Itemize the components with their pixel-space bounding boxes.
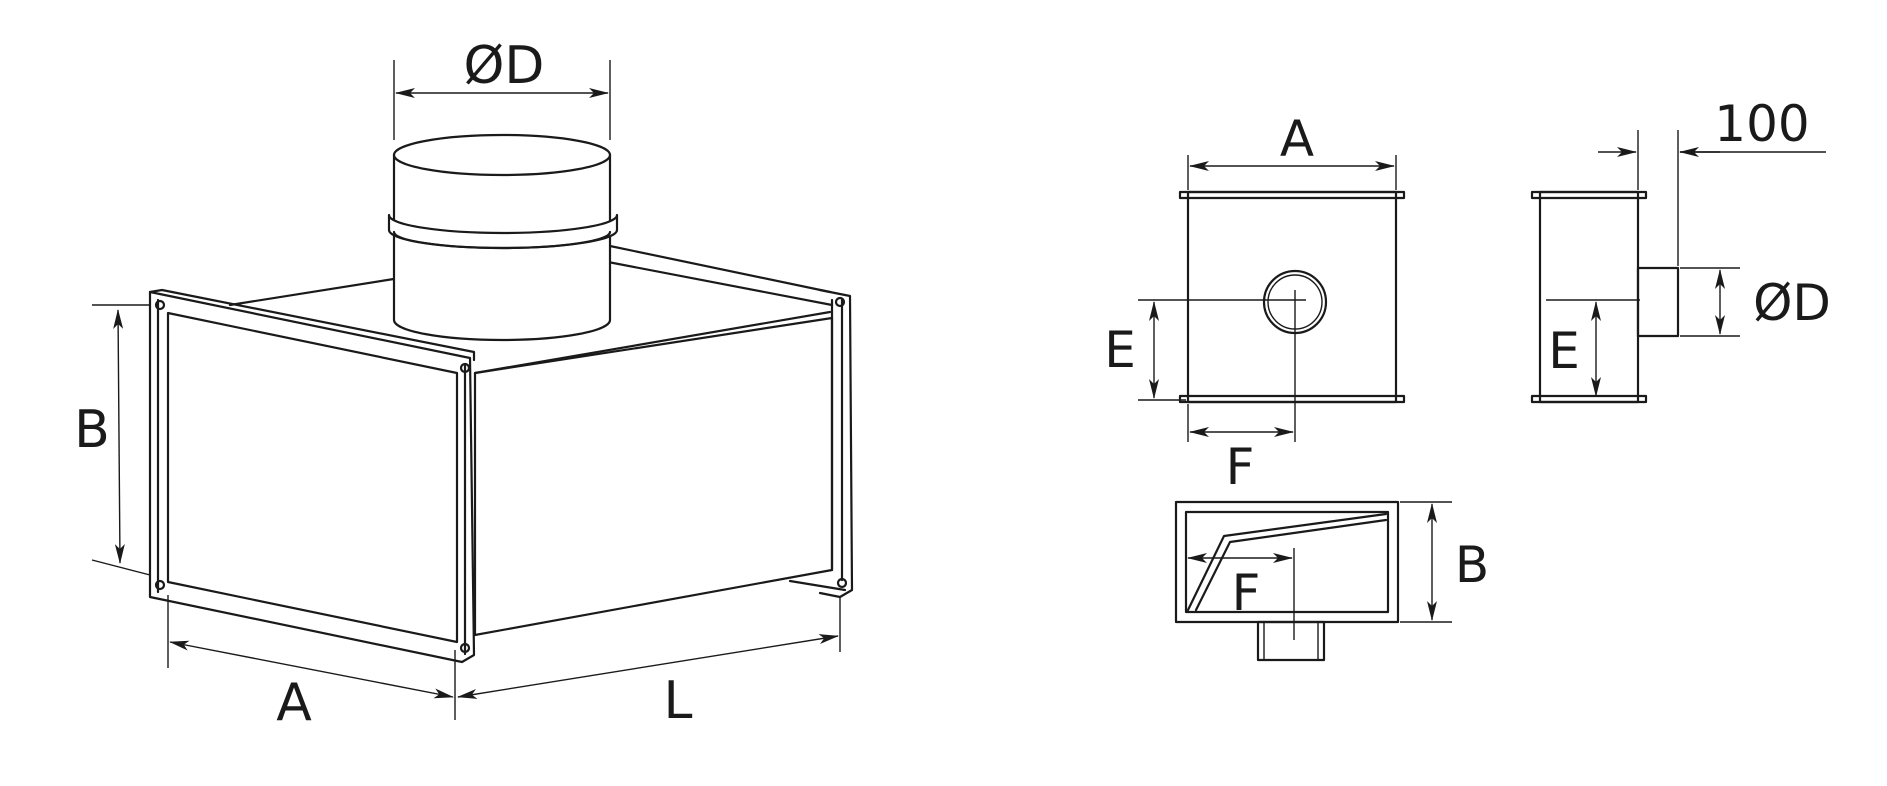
- spigot-bead-lower: [392, 230, 612, 250]
- top-view-inner: [1184, 510, 1390, 614]
- front-view-top-flange: [1178, 190, 1406, 200]
- dim-iso-height-line: [113, 309, 125, 564]
- label-iso-width: A: [276, 673, 312, 733]
- label-front-width: A: [1280, 110, 1314, 168]
- label-top-height: B: [1455, 536, 1489, 594]
- bolt-hole-bl: [154, 579, 166, 591]
- label-front-e: E: [1104, 321, 1136, 379]
- label-side-100: 100: [1714, 95, 1809, 153]
- front-view: A E F: [1104, 110, 1406, 496]
- back-flange-outer: [818, 288, 854, 599]
- dim-iso-b-ext-bottom: [91, 559, 151, 576]
- box-top-edge: [473, 310, 832, 375]
- inner-top-edge: [606, 260, 834, 307]
- box-back-top-edge-right: [608, 244, 832, 294]
- isometric-view: ØD B A L: [74, 36, 854, 733]
- bolt-hole-tr: [459, 362, 471, 374]
- front-flange-inner: [166, 311, 459, 644]
- bolt-hole-back-bottom: [836, 577, 848, 589]
- box-side-face: [473, 316, 834, 637]
- label-side-e: E: [1548, 322, 1580, 380]
- side-view-top-flange: [1530, 190, 1648, 200]
- front-view-bottom-flange: [1178, 394, 1406, 404]
- dim-iso-width-line: [169, 640, 454, 699]
- box-back-bottom-edge: [788, 579, 847, 592]
- box-back-top-edge-left: [228, 276, 402, 307]
- label-iso-diameter: ØD: [464, 36, 545, 96]
- label-front-f: F: [1226, 438, 1255, 496]
- front-flange-lip: [148, 288, 476, 362]
- label-top-f: F: [1232, 564, 1261, 622]
- top-view-spigot: [1256, 620, 1326, 662]
- side-view-bottom-flange: [1530, 394, 1648, 404]
- top-view-inner-diagonal-2: [1194, 518, 1388, 612]
- top-view: F B: [1174, 500, 1489, 662]
- front-flange-outer: [148, 290, 476, 664]
- top-view-outer: [1174, 500, 1400, 624]
- bolt-hole-back-top: [834, 296, 846, 308]
- label-iso-height: B: [74, 400, 110, 460]
- bolt-hole-tl: [154, 299, 166, 311]
- top-view-inner-diagonal: [1186, 512, 1388, 612]
- side-view: 100 ØD E: [1530, 95, 1831, 404]
- label-side-diameter: ØD: [1753, 274, 1831, 332]
- front-view-body: [1186, 190, 1398, 404]
- side-view-spigot: [1636, 266, 1680, 338]
- dim-iso-length-line: [457, 634, 839, 699]
- label-iso-length: L: [664, 671, 693, 731]
- spigot-top-rim: [392, 133, 612, 177]
